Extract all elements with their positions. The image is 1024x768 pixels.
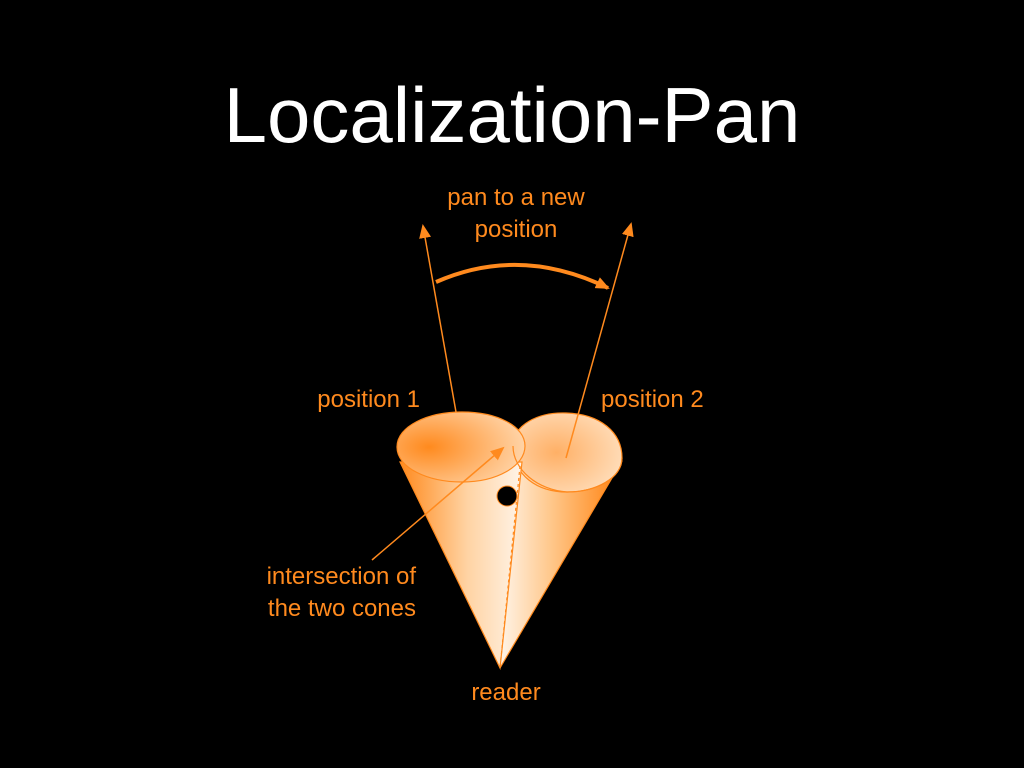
cone-2-rim-overlay [512, 445, 623, 493]
cone-position-1 [396, 411, 526, 671]
position-2-direction-arrow [565, 222, 634, 459]
intersection-point [496, 485, 518, 507]
pan-label-line1: pan to a new [447, 184, 585, 211]
position-1-label: position 1 [317, 386, 420, 413]
reader-label: reader [471, 679, 541, 706]
intersection-label-line1: intersection of [266, 563, 416, 590]
pan-label-line2: position [474, 216, 558, 243]
position-1-direction-arrow [419, 224, 457, 413]
intersection-label-line2: the two cones [267, 595, 416, 622]
slide-title: Localization-Pan [223, 71, 801, 159]
pan-label: pan to a new position [416, 182, 616, 246]
intersection-leader-arrow [371, 446, 505, 561]
position-2-label: position 2 [601, 386, 704, 413]
pan-arc-arrow [435, 262, 610, 290]
intersection-label: intersection of the two cones [220, 561, 416, 625]
cone-intersection-seam [499, 465, 521, 669]
